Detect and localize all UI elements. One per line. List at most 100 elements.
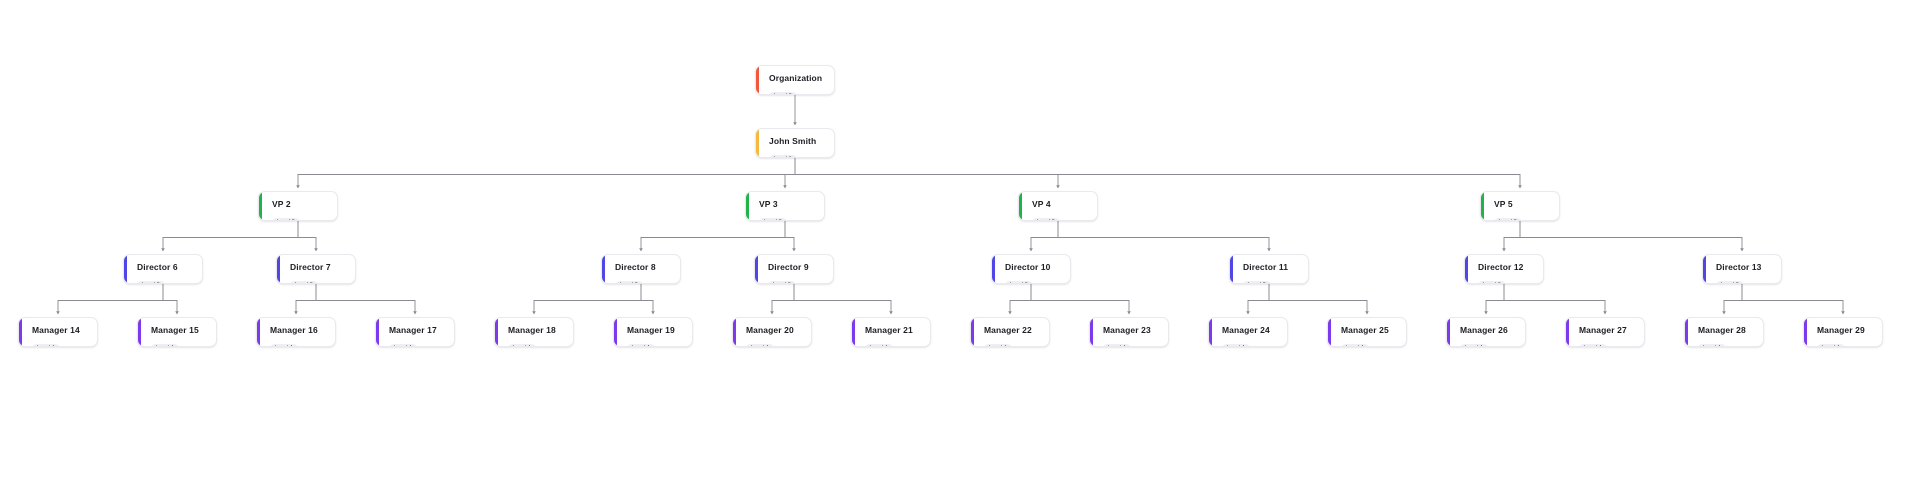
node-accent-bar: [376, 318, 379, 346]
node-level-badge: Level 4: [984, 344, 1012, 346]
node-accent-bar: [1209, 318, 1212, 346]
node-level-badge: Level 3: [768, 281, 796, 283]
node-body: Manager 25Level 4: [1328, 318, 1406, 346]
node-title: Director 12: [1478, 262, 1524, 272]
org-node[interactable]: Director 13 Level 3: [1702, 254, 1782, 284]
org-node[interactable]: Director 8Level 3: [601, 254, 681, 284]
connector-edge: [639, 221, 786, 252]
node-accent-bar: [756, 66, 759, 94]
node-body: Manager 20 Level 4: [733, 318, 811, 346]
node-accent-bar: [1804, 318, 1807, 346]
org-node[interactable]: VP 3Level 2: [745, 191, 825, 221]
org-node[interactable]: Manager 17Level 4: [375, 317, 455, 347]
node-title: Manager 14: [32, 325, 80, 335]
org-node[interactable]: Manager 16Level 4: [256, 317, 336, 347]
org-node[interactable]: Manager 15Level 4: [137, 317, 217, 347]
connector-edge: [640, 284, 655, 315]
node-level-badge: Level 4: [627, 344, 655, 346]
connector-edge: [1722, 284, 1743, 315]
org-node[interactable]: Manager 24Level 4: [1208, 317, 1288, 347]
node-body: Manager 19Level 4: [614, 318, 692, 346]
org-node[interactable]: Manager 28Level 4: [1684, 317, 1764, 347]
node-level-badge: Level 4: [746, 344, 774, 346]
node-accent-bar: [971, 318, 974, 346]
node-body: Manager 29Level 4: [1804, 318, 1882, 346]
node-accent-bar: [1447, 318, 1450, 346]
connector-edge: [793, 284, 893, 315]
node-title: Manager 26: [1460, 325, 1508, 335]
connector-edge: [1741, 284, 1845, 315]
connector-edge: [783, 158, 796, 189]
connector-edge: [1029, 221, 1059, 252]
org-node[interactable]: Director 7Level 3: [276, 254, 356, 284]
node-title: Manager 23: [1103, 325, 1151, 335]
node-level-badge: Level 4: [865, 344, 893, 346]
connector-edge: [294, 284, 317, 315]
org-node[interactable]: VP 5Level 2: [1480, 191, 1560, 221]
org-node[interactable]: Director 9Level 3: [754, 254, 834, 284]
node-level-badge: Level 1: [769, 155, 797, 157]
node-body: Director 11Level 3: [1230, 255, 1308, 283]
connector-edge: [1057, 221, 1271, 252]
node-body: Manager 27Level 4: [1566, 318, 1644, 346]
node-body: Director 12 Level 3: [1465, 255, 1543, 283]
node-title: VP 4: [1032, 199, 1051, 209]
node-accent-bar: [1019, 192, 1022, 220]
org-node[interactable]: Manager 20 Level 4: [732, 317, 812, 347]
node-body: VP 4Level 2: [1019, 192, 1097, 220]
org-node[interactable]: Manager 23Level 4: [1089, 317, 1169, 347]
org-node[interactable]: VP 4Level 2: [1018, 191, 1098, 221]
node-level-badge: Level 4: [151, 344, 179, 346]
node-level-badge: Level 4: [1579, 344, 1607, 346]
org-node[interactable]: Director 11Level 3: [1229, 254, 1309, 284]
node-body: Manager 17Level 4: [376, 318, 454, 346]
node-accent-bar: [1090, 318, 1093, 346]
node-accent-bar: [138, 318, 141, 346]
org-node[interactable]: Director 6Level 3: [123, 254, 203, 284]
org-node[interactable]: Manager 19Level 4: [613, 317, 693, 347]
node-level-badge: Level 4: [1341, 344, 1369, 346]
node-accent-bar: [733, 318, 736, 346]
node-title: Manager 21: [865, 325, 913, 335]
node-body: John SmithLevel 1: [756, 129, 834, 157]
org-node[interactable]: Manager 27Level 4: [1565, 317, 1645, 347]
node-accent-bar: [1566, 318, 1569, 346]
org-node[interactable]: Manager 29Level 4: [1803, 317, 1883, 347]
node-title: Director 7: [290, 262, 331, 272]
org-node[interactable]: Manager 26Level 4: [1446, 317, 1526, 347]
org-node[interactable]: Manager 21 Level 4: [851, 317, 931, 347]
node-body: Manager 24Level 4: [1209, 318, 1287, 346]
connector-edge: [1030, 284, 1131, 315]
node-body: Director 10Level 3: [992, 255, 1070, 283]
connector-edge: [296, 158, 796, 189]
org-node[interactable]: Director 12 Level 3: [1464, 254, 1544, 284]
node-title: Manager 18: [508, 325, 556, 335]
connector-edge: [162, 284, 179, 315]
org-node[interactable]: Manager 18Level 4: [494, 317, 574, 347]
node-title: Director 13: [1716, 262, 1762, 272]
node-body: Director 13 Level 3: [1703, 255, 1781, 283]
node-accent-bar: [1465, 255, 1468, 283]
node-level-badge: Level 3: [1243, 281, 1271, 283]
org-node[interactable]: OrganizationLevel 0: [755, 65, 835, 95]
node-title: Director 10: [1005, 262, 1051, 272]
node-level-badge: Level 4: [1222, 344, 1250, 346]
node-title: Manager 17: [389, 325, 437, 335]
org-node[interactable]: Manager 25Level 4: [1327, 317, 1407, 347]
node-level-badge: Level 3: [1716, 281, 1744, 283]
org-node[interactable]: Manager 14Level 4: [18, 317, 98, 347]
org-node[interactable]: VP 2Level 2: [258, 191, 338, 221]
connector-edge: [1268, 284, 1369, 315]
org-node[interactable]: John SmithLevel 1: [755, 128, 835, 158]
node-accent-bar: [277, 255, 280, 283]
node-title: Manager 20: [746, 325, 794, 335]
node-level-badge: Level 4: [1698, 344, 1726, 346]
node-body: Director 6Level 3: [124, 255, 202, 283]
org-node[interactable]: Director 10Level 3: [991, 254, 1071, 284]
org-node[interactable]: Manager 22Level 4: [970, 317, 1050, 347]
node-accent-bar: [746, 192, 749, 220]
node-level-badge: Level 3: [1478, 281, 1506, 283]
node-accent-bar: [1328, 318, 1331, 346]
